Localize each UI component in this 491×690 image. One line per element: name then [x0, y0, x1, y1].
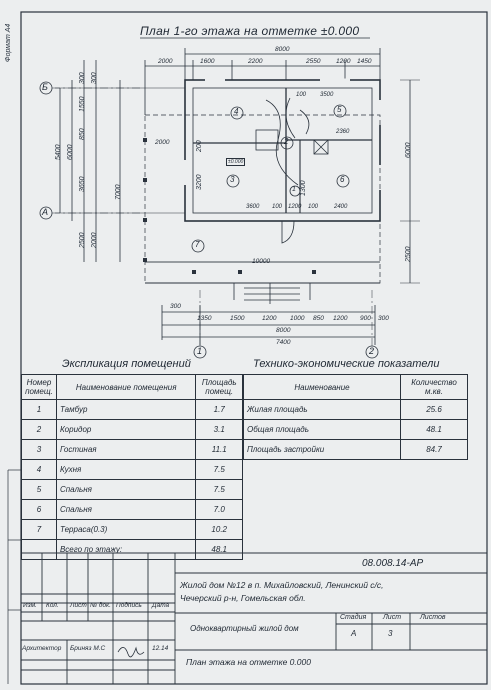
tep-table: Наименование Количество м.кв. Жилая площ… — [243, 374, 468, 460]
dim-inner: 3600 — [246, 204, 260, 210]
dim-bottom: 1500 — [230, 315, 245, 322]
dim-bottom: 8000 — [276, 327, 291, 334]
dim-bottom: 7400 — [276, 339, 291, 346]
document-code: 08.008.14-АР — [362, 558, 424, 569]
dim-bottom: 850 — [313, 315, 324, 322]
dim-left: 1550 — [79, 96, 86, 112]
dim-bottom: 300 — [378, 315, 389, 322]
col-header-name: Наименование помещения — [55, 374, 197, 400]
col-header-area: Площадь помещ. — [195, 374, 243, 400]
dim-bottom: 1000 — [290, 315, 305, 322]
col-izm: Изм. — [23, 602, 37, 609]
dim-left: 300 — [91, 72, 98, 84]
dim-left: 2500 — [79, 232, 86, 248]
dim-top: 2200 — [248, 58, 263, 65]
room-number-4: 4 — [234, 107, 239, 116]
dim-inner: 2360 — [336, 129, 350, 135]
sign-date: 12.14 — [152, 645, 169, 652]
dim-right: 6000 — [405, 142, 412, 158]
dim-inner: 1300 — [300, 180, 307, 196]
person-name: Бриняз М.С — [70, 645, 106, 652]
col-header-quantity: Количество м.кв. — [400, 374, 468, 400]
stage-label: Стадия — [340, 614, 367, 621]
dim-top-total: 8000 — [275, 46, 290, 53]
col-doc: № док. — [90, 602, 111, 609]
axis-label-b: Б — [42, 82, 48, 92]
col-date: Дата — [152, 602, 170, 609]
sheet-label: Лист — [383, 614, 402, 621]
table-total-row: Всего по этажу:48.1 — [21, 539, 243, 560]
dim-inner: 3500 — [320, 92, 334, 98]
dim-bottom: 900 — [360, 315, 371, 322]
dim-inner: 2000 — [155, 139, 170, 146]
tep-title: Технико-экономические показатели — [253, 358, 440, 370]
project-line-2: Чечерский р-н, Гомельская обл. — [180, 593, 306, 603]
dim-top: 1450 — [357, 58, 372, 65]
room-number-7: 7 — [195, 240, 200, 249]
role: Архитектор — [22, 645, 62, 652]
sheets-label: Листов — [420, 614, 446, 621]
dim-bottom-total: 10000 — [252, 258, 271, 265]
drawing-name: План этажа на отметке 0.000 — [186, 657, 311, 667]
dim-left: 3650 — [79, 176, 86, 192]
room-number-1: 1 — [292, 186, 296, 193]
dim-left: 6000 — [67, 144, 74, 160]
dim-top: 2000 — [158, 58, 173, 65]
col-header-name: Наименование — [243, 374, 401, 400]
col-header-number: Номер помещ. — [21, 374, 57, 400]
room-number-5: 5 — [337, 105, 342, 114]
dim-top: 1600 — [200, 58, 215, 65]
dim-top: 1200 — [336, 58, 351, 65]
dim-top: 2550 — [306, 58, 321, 65]
sheet-value: 3 — [388, 629, 393, 638]
building-type: Одноквартирный жилой дом — [190, 624, 299, 633]
dim-bottom: 300 — [170, 303, 181, 310]
col-list: Лист — [70, 602, 87, 609]
room-number-2: 2 — [284, 137, 289, 146]
dim-bottom: 1200 — [333, 315, 348, 322]
dim-left: 850 — [79, 128, 86, 140]
dim-left: 2000 — [91, 232, 98, 248]
dim-inner: 3200 — [196, 174, 203, 190]
rooms-table: Номер помещ. Наименование помещения Площ… — [21, 374, 243, 560]
axis-label-1: 1 — [197, 346, 203, 356]
dim-inner: 1200 — [288, 204, 302, 210]
dim-right: 2500 — [405, 246, 412, 262]
col-kol: Кол. — [46, 602, 59, 609]
dim-inner: 2400 — [334, 204, 348, 210]
dim-left: 5400 — [55, 144, 62, 160]
dim-inner: 200 — [196, 140, 203, 152]
level-mark: ±0.000 — [226, 158, 246, 166]
spec-title: Экспликация помещений — [62, 358, 191, 370]
dim-inner: 100 — [296, 92, 307, 98]
stage-value: А — [351, 629, 357, 638]
format-label: Формат А4 — [5, 23, 12, 62]
dim-left: 300 — [79, 72, 86, 84]
project-line-1: Жилой дом №12 в п. Михайловский, Ленинск… — [180, 580, 384, 590]
dim-left: 7000 — [115, 184, 122, 200]
axis-label-2: 2 — [369, 346, 375, 356]
col-signature: Подпись — [116, 602, 142, 609]
dim-bottom: 1200 — [262, 315, 277, 322]
axis-label-a: А — [42, 207, 49, 217]
plan-title: План 1-го этажа на отметке ±0.000 — [140, 24, 360, 38]
dim-inner: 100 — [308, 204, 319, 210]
room-number-6: 6 — [340, 175, 345, 184]
room-number-3: 3 — [230, 175, 235, 184]
dim-inner: 100 — [272, 204, 283, 210]
dim-bottom: 1350 — [197, 315, 212, 322]
